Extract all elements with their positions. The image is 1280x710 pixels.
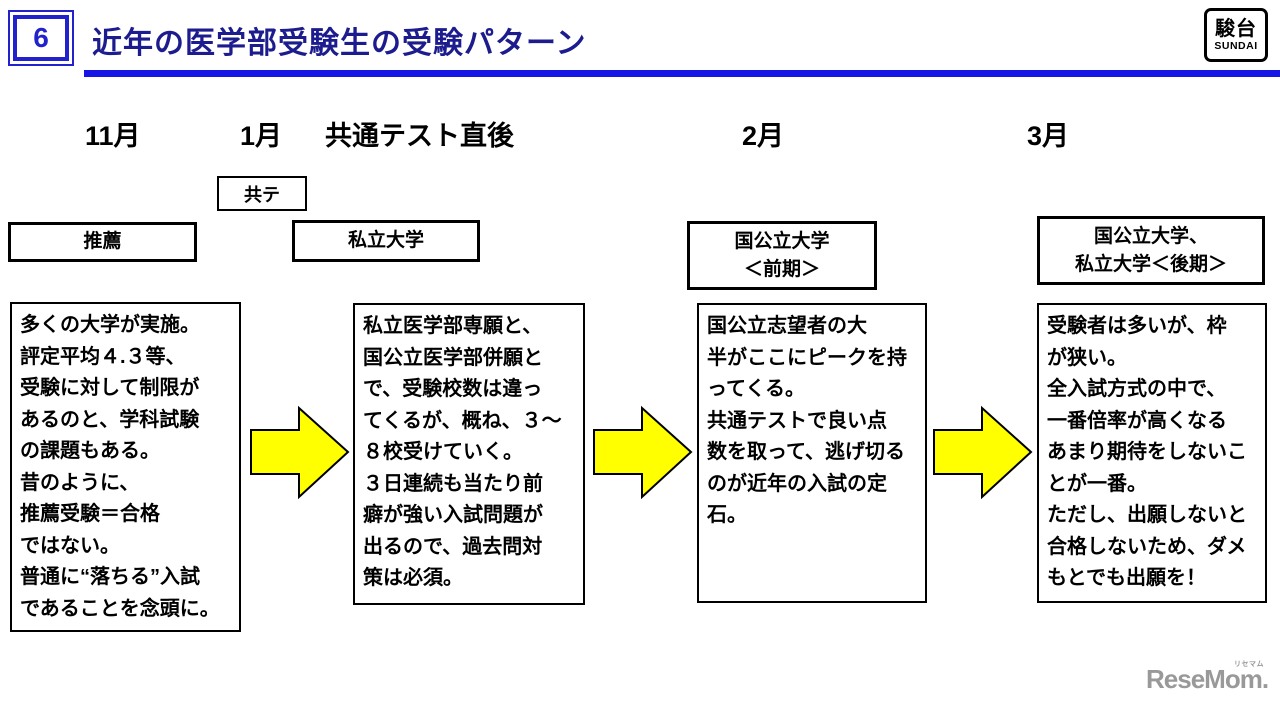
column-header-kouki: 国公立大学、 私立大学＜後期＞	[1037, 216, 1265, 285]
sundai-logo: 駿台 SUNDAI	[1204, 8, 1268, 62]
slide-number: 6	[13, 15, 69, 61]
column-body-suisen: 多くの大学が実施。 評定平均４.３等、 受験に対して制限が あるのと、学科試験 …	[10, 302, 241, 632]
slide-number-box: 6	[8, 10, 74, 66]
flow-arrow-icon	[250, 405, 350, 500]
resemom-logo: リセマム ReseMom.	[1146, 661, 1269, 702]
timeline-label-november: 11月	[85, 121, 141, 151]
resemom-logo-ruby: リセマム	[1234, 661, 1264, 668]
column-header-shiritsu: 私立大学	[292, 220, 480, 262]
column-header-suisen: 推薦	[8, 222, 197, 262]
timeline-label-january: 1月	[240, 121, 283, 151]
page-title: 近年の医学部受験生の受験パターン	[92, 27, 587, 60]
flow-arrow-icon	[933, 405, 1033, 500]
sundai-logo-roman: SUNDAI	[1214, 39, 1258, 52]
flow-arrow-icon	[593, 405, 693, 500]
title-underline-bar	[84, 70, 1280, 77]
column-body-shiritsu: 私立医学部専願と、 国公立医学部併願と で、受験校数は違っ てくるが、概ね、３～…	[353, 303, 585, 605]
column-body-kouki: 受験者は多いが、枠 が狭い。 全入試方式の中で、 一番倍率が高くなる あまり期待…	[1037, 303, 1267, 603]
sundai-logo-kanji: 駿台	[1215, 17, 1257, 40]
resemom-logo-text: ReseMom.	[1146, 664, 1269, 694]
timeline-label-march: 3月	[1027, 121, 1070, 151]
column-body-kokkoritsu-zenki: 国公立志望者の大 半がここにピークを持 ってくる。 共通テストで良い点 数を取っ…	[697, 303, 927, 603]
kyote-tag-box: 共テ	[217, 176, 307, 211]
timeline-label-february: 2月	[742, 121, 785, 151]
timeline-label-post-kyotsu: 共通テスト直後	[325, 121, 514, 151]
column-header-kokkoritsu-zenki: 国公立大学 ＜前期＞	[687, 221, 877, 290]
